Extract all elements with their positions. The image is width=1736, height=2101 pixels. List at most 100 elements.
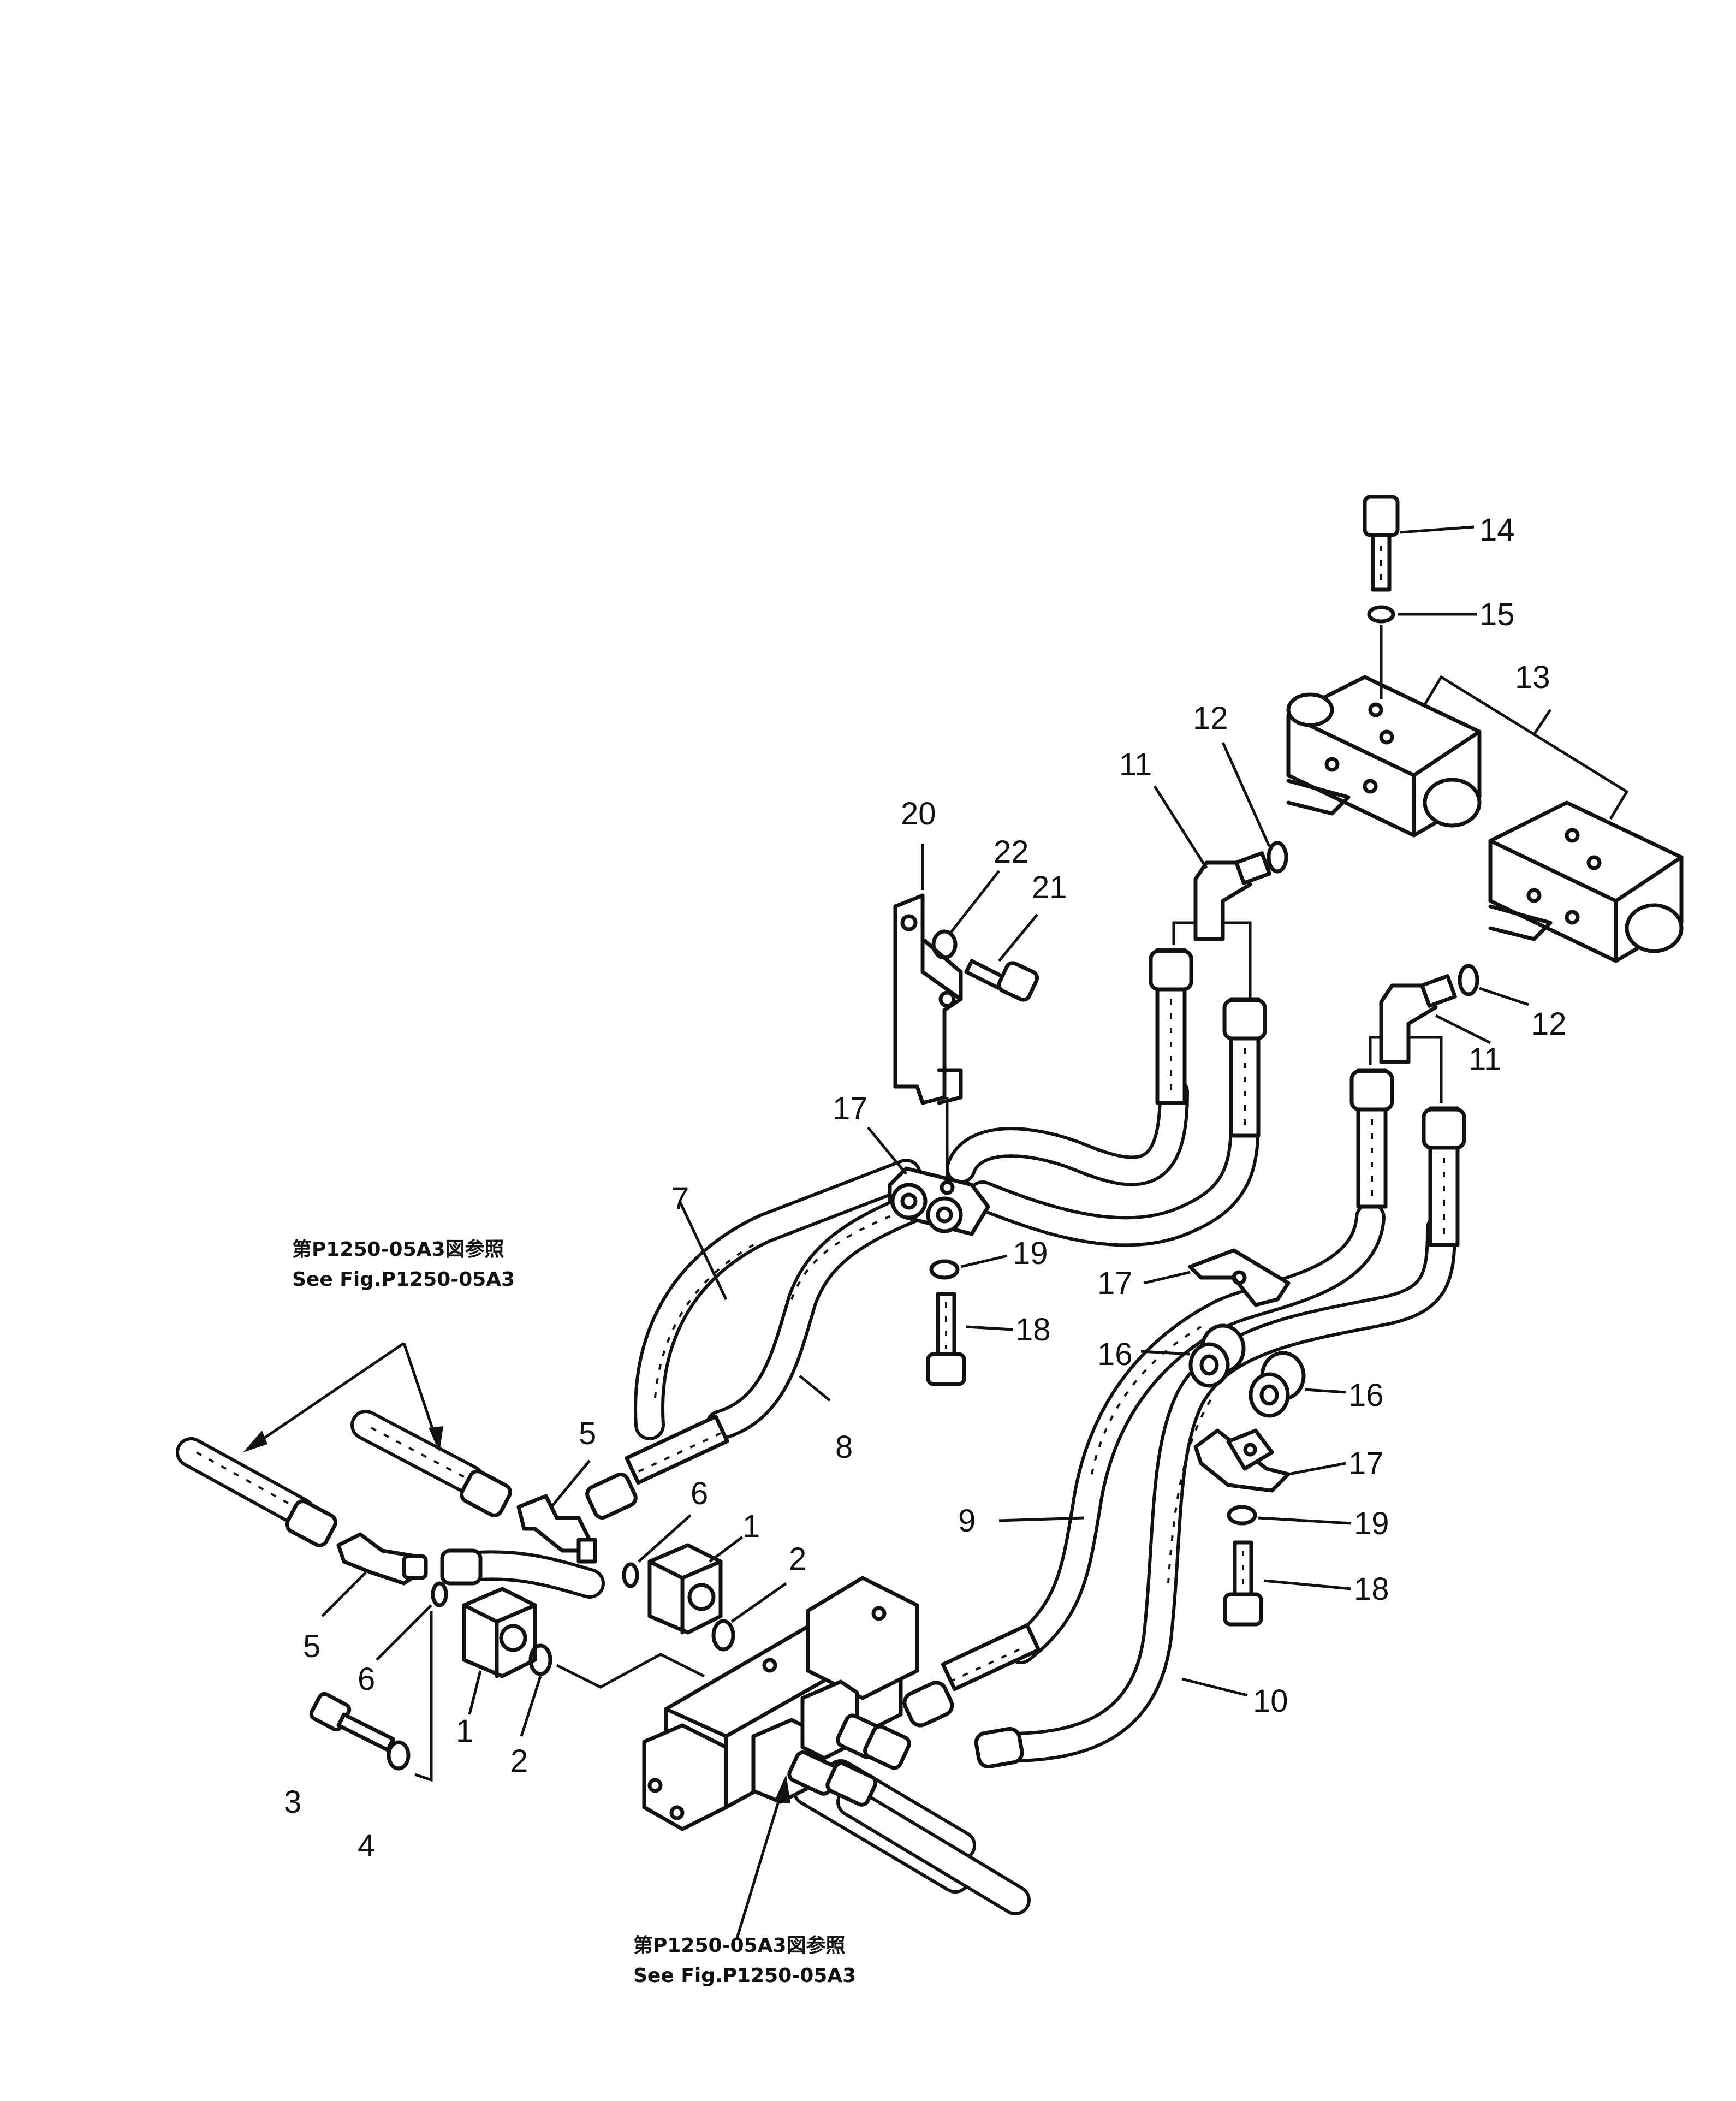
spacer-16-a (1188, 1323, 1246, 1388)
washer-19-upper (929, 1259, 960, 1280)
leader-6-upper (638, 1514, 692, 1563)
callout-20: 20 (901, 796, 936, 832)
control-valve (642, 1576, 919, 1831)
callout-18-lower: 18 (1354, 1571, 1389, 1607)
hose-end-upper-2 (1222, 997, 1267, 1138)
callout-12-lower: 12 (1531, 1006, 1567, 1042)
hose-7 (634, 1159, 921, 1440)
callout-labels: 1 1 2 2 3 4 5 5 6 6 7 8 9 10 11 11 12 12… (284, 512, 1567, 1863)
callout-17-upper: 17 (833, 1091, 868, 1126)
leader-5-upper (550, 1459, 591, 1508)
callout-8: 8 (835, 1429, 853, 1465)
callout-2-lower: 2 (510, 1743, 528, 1779)
leader-7 (678, 1200, 728, 1301)
reference-arrow-bottom (735, 1774, 790, 1939)
oring-12-lower (1458, 964, 1479, 996)
washer-19-lower (1227, 1505, 1257, 1526)
clamp-17-lower (1193, 1428, 1291, 1493)
bolt-21 (964, 959, 1039, 1002)
callout-11-upper: 11 (1119, 747, 1152, 782)
hose-left-short (449, 1550, 605, 1599)
leader-19-upper (960, 1254, 1008, 1268)
leader-4-bracket (414, 1611, 433, 1782)
callout-13: 13 (1515, 660, 1550, 695)
elbow-11-lower (1379, 974, 1457, 1064)
leader-9 (998, 1516, 1084, 1522)
leader-1-lower (468, 1670, 482, 1715)
leader-17-lower (1288, 1462, 1346, 1476)
leader-18-lower (1263, 1579, 1352, 1590)
clamp-17-upper (888, 1166, 990, 1236)
leader-10 (1181, 1677, 1248, 1697)
leader-17-upper (867, 1126, 907, 1175)
hose-valve-lower-c (836, 1787, 1031, 1915)
hose-left-upper (350, 1410, 512, 1517)
reference-arrow-left (243, 1342, 443, 1452)
valve-block-13-lower (1488, 800, 1684, 963)
callout-6-lower: 6 (358, 1661, 375, 1697)
callout-17-lower: 17 (1348, 1446, 1384, 1481)
callout-21: 21 (1032, 870, 1067, 905)
callout-10: 10 (1253, 1683, 1288, 1719)
leader-17-middle (1143, 1271, 1191, 1285)
leader-18-upper (966, 1325, 1013, 1331)
leader-19-lower (1258, 1516, 1352, 1525)
leader-16-a (1140, 1350, 1191, 1356)
bracket-13 (1423, 675, 1629, 820)
callout-11-lower: 11 (1469, 1042, 1501, 1077)
hose-end-10 (974, 1726, 1024, 1769)
bolt-3 (309, 1692, 395, 1752)
elbow-11-upper (1193, 851, 1271, 941)
pipe-valve-to-oring (556, 1653, 705, 1689)
callout-7: 7 (671, 1181, 689, 1216)
callout-16-left: 16 (1097, 1337, 1133, 1372)
leader-12-upper (1221, 741, 1271, 847)
callout-4: 4 (358, 1828, 375, 1863)
leader-5-lower (321, 1571, 367, 1617)
hose-left-diagonal (176, 1437, 337, 1547)
callout-3: 3 (284, 1784, 301, 1820)
bolt-18-upper (926, 1292, 966, 1386)
reference-bottom-en: See Fig.P1250-05A3 (633, 1965, 856, 1987)
flange-1-lower (462, 1587, 537, 1678)
hose-end-left-short (440, 1548, 483, 1586)
leader-2-upper (730, 1582, 787, 1623)
hose-end-8 (585, 1414, 729, 1520)
hose-end-upper-3 (1349, 1068, 1394, 1209)
callout-1-lower: 1 (456, 1713, 473, 1749)
leader-2-lower (520, 1676, 542, 1737)
oring-6-upper (622, 1562, 639, 1588)
callout-19-upper: 19 (1013, 1236, 1048, 1271)
oring-2-upper (711, 1619, 735, 1652)
callout-19-lower: 19 (1354, 1506, 1389, 1541)
leader-8 (799, 1375, 831, 1402)
callout-14: 14 (1479, 512, 1515, 548)
flange-1-upper (647, 1543, 723, 1635)
hose-8 (705, 1180, 960, 1440)
leader-21 (998, 913, 1038, 962)
leader-16-b (1304, 1388, 1346, 1394)
leader-14 (1400, 525, 1475, 534)
clamp-17-middle (1188, 1248, 1291, 1307)
bolt-14 (1363, 495, 1400, 592)
leader-6-lower (376, 1604, 432, 1661)
hose-end-upper-1 (1149, 948, 1193, 1105)
oring-12-upper (1267, 841, 1288, 874)
hose-hatch (654, 1200, 1213, 1584)
callout-1-upper: 1 (742, 1509, 760, 1544)
hose-7-upper (946, 1077, 1189, 1186)
oring-2-lower (528, 1643, 552, 1676)
hose-end-9 (902, 1623, 1041, 1728)
washer-4 (387, 1740, 411, 1771)
leader-12-lower (1479, 987, 1529, 1006)
callout-5-lower: 5 (303, 1629, 320, 1664)
leader-1-upper (709, 1536, 744, 1563)
reference-notes: 第P1250-05A3図参照 See Fig.P1250-05A3 第P1250… (292, 1238, 856, 1987)
bolt-18-lower (1223, 1540, 1263, 1627)
callout-18-upper: 18 (1015, 1312, 1051, 1348)
callout-16-right: 16 (1348, 1378, 1384, 1413)
reference-bottom-jp: 第P1250-05A3図参照 (633, 1934, 846, 1957)
hose-8-upper (967, 1104, 1260, 1247)
reference-left-jp: 第P1250-05A3図参照 (292, 1238, 504, 1261)
